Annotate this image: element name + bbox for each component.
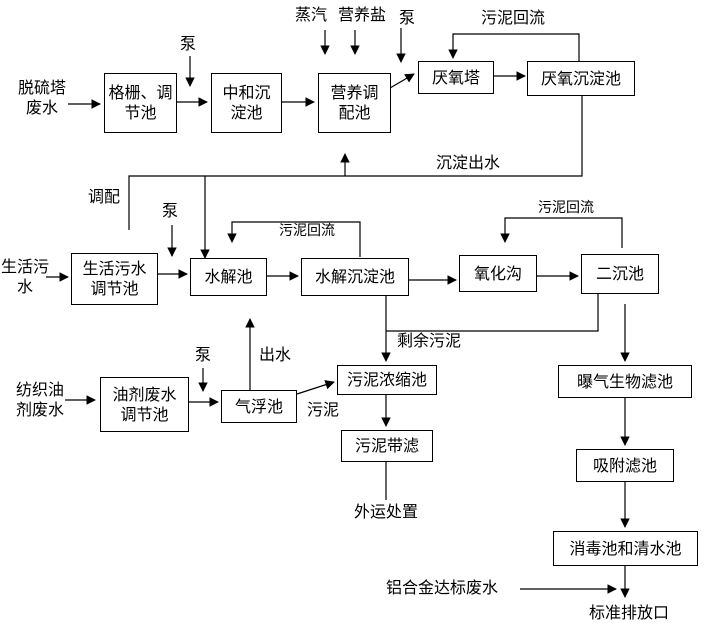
input-desulfurization-label: 脱硫塔 废水 (17, 78, 66, 117)
neutralization-settling-tank: 中和沉 淀池 (211, 73, 282, 133)
sludge-thickening-tank: 污泥浓缩池 (337, 365, 437, 395)
nutrient-mixing-tank: 营养调 配池 (318, 73, 391, 133)
pump-label-3: 泵 (161, 201, 178, 220)
sludge-return-label-2: 污泥回流 (279, 223, 335, 239)
external-disposal-label: 外运处置 (353, 502, 418, 521)
pump-label-2: 泵 (398, 8, 415, 27)
settled-water-label: 沉淀出水 (435, 153, 500, 172)
oxidation-ditch: 氧化沟 (459, 255, 537, 292)
pump-label-4: 泵 (194, 345, 211, 364)
anaerobic-settling-tank: 厌氧沉淀池 (527, 61, 635, 96)
disinfection-clear-water-tank: 消毒池和清水池 (553, 531, 698, 566)
adsorption-filter: 吸附滤池 (576, 449, 674, 482)
air-flotation-tank: 气浮池 (221, 390, 297, 423)
oil-wastewater-adjust-tank: 油剂废水 调节池 (100, 377, 189, 432)
sludge-label: 污泥 (306, 400, 339, 419)
input-textile-label: 纺织油 剂废水 (15, 380, 64, 419)
secondary-settling-tank: 二沉池 (581, 254, 659, 294)
hydrolysis-tank: 水解池 (190, 258, 267, 296)
discharge-outlet-label: 标准排放口 (588, 603, 669, 622)
domestic-adjust-tank: 生活污水 调节池 (71, 253, 158, 305)
adjust-label: 调配 (87, 187, 120, 206)
steam-label: 蒸汽 (294, 5, 327, 24)
sludge-belt-filter: 污泥带滤 (341, 430, 433, 462)
sludge-return-label-1: 污泥回流 (480, 8, 545, 27)
grid-adjust-tank: 格栅、调 节池 (104, 73, 177, 133)
input-domestic-label: 生活污 水 (0, 257, 49, 296)
hydrolysis-settling-tank: 水解沉淀池 (301, 258, 409, 296)
outflow-label: 出水 (258, 345, 291, 364)
nutrient-salt-label: 营养盐 (337, 5, 386, 24)
anaerobic-tower: 厌氧塔 (418, 61, 494, 94)
aerated-biological-filter: 曝气生物滤池 (558, 365, 692, 398)
input-aluminum-label: 铝合金达标废水 (385, 578, 498, 597)
surplus-sludge-label: 剩余污泥 (396, 331, 461, 350)
sludge-return-label-3: 污泥回流 (538, 200, 594, 216)
pump-label-1: 泵 (179, 34, 196, 53)
